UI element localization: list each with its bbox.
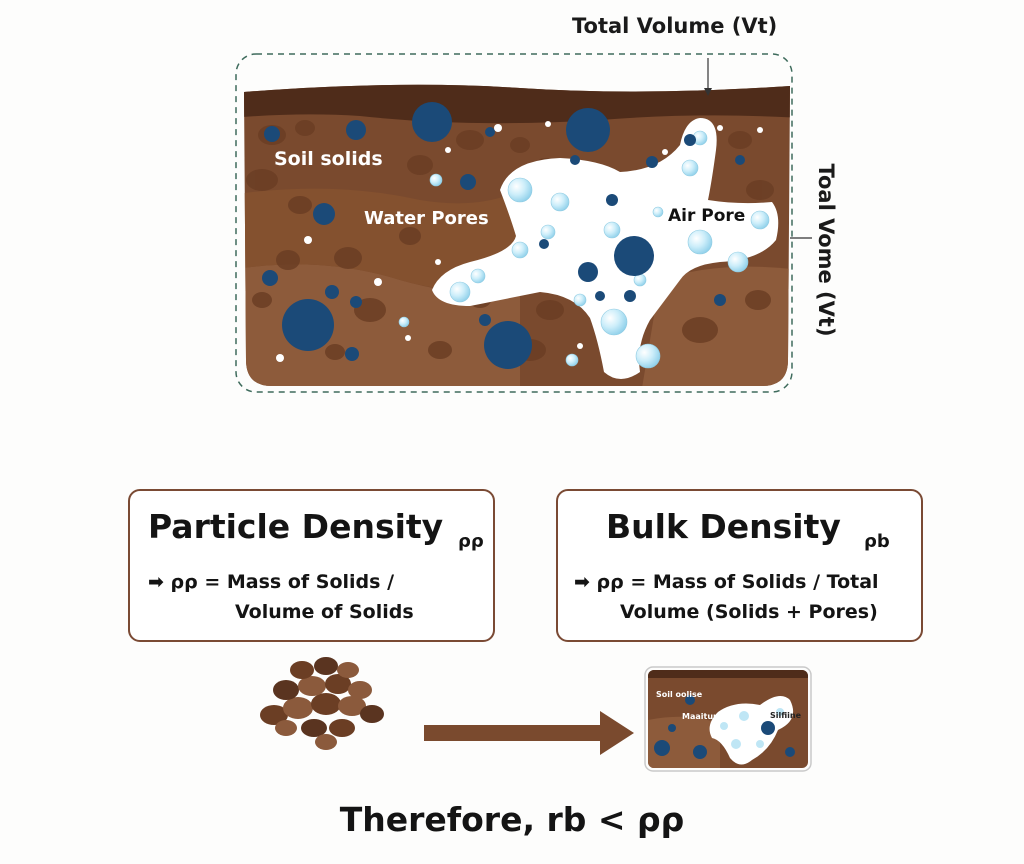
particle-density-card: Particle Density ρρ ➡ ρρ = Mass of Solid… [128,489,495,642]
conclusion-text: Therefore, rb < ρρ [339,800,685,839]
arrow-right-icon: ➡ [148,571,164,593]
mini-label-soil: Soil oolise [656,690,703,699]
soil-block [244,84,790,387]
total-volume-side-label: Toal Vome (Vt) [814,163,838,337]
particle-density-symbol: ρρ [458,531,484,552]
air-bubbles [398,130,770,369]
particle-density-formula-text: ρρ = Mass of Solids / [170,571,395,593]
particle-density-formula-line2: Volume of Solids [235,601,414,623]
bulk-density-title: Bulk Density [606,507,841,546]
total-volume-boundary [235,53,793,393]
mini-soil-block [644,666,812,772]
bulk-density-formula-text: ρρ = Mass of Solids / Total [596,571,879,593]
arrow-right-icon: ➡ [574,571,590,593]
bulk-density-card: Bulk Density ρb ➡ ρρ = Mass of Solids / … [556,489,923,642]
particle-density-formula-line1: ➡ ρρ = Mass of Solids / [148,571,394,593]
soil-solids-label: Soil solids [274,148,383,170]
bulk-density-formula-line1: ➡ ρρ = Mass of Solids / Total [574,571,879,593]
bulk-density-formula-line2: Volume (Solids + Pores) [620,601,878,623]
particle-density-title: Particle Density [148,507,444,546]
mini-label-air: Silfiine [770,711,802,720]
particle-pile [260,657,384,750]
transition-arrow [424,711,634,755]
water-pore-particles [262,102,745,369]
soil-layer-middle [244,188,520,290]
top-label-arrowhead [704,88,712,96]
bulk-density-symbol: ρb [864,531,890,552]
mini-label-water: Maaiturass [682,712,732,721]
air-pore-label: Air Pore [668,206,746,226]
total-volume-top-label: Total Volume (Vt) [572,14,778,38]
small-air-dots [276,121,763,362]
water-pores-label: Water Pores [364,208,489,229]
